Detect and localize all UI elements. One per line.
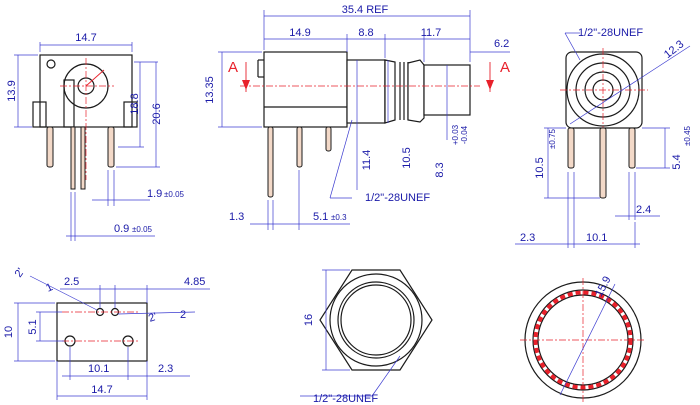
side-body-outline bbox=[263, 51, 348, 128]
side-collar bbox=[384, 59, 396, 124]
end-thread-label: 1/2"-28UNEF bbox=[578, 27, 643, 39]
end-pin-len-label: 10.5 bbox=[534, 157, 546, 178]
nut-outer-circle bbox=[329, 273, 423, 367]
washer-dia-leader bbox=[559, 283, 616, 396]
side-seg1-label: 14.9 bbox=[289, 27, 310, 39]
side-section-a-right-arrow bbox=[486, 80, 494, 90]
nut-view: 16 1/2"-28UNEF bbox=[300, 269, 433, 405]
side-pin-2 bbox=[296, 126, 303, 168]
footprint-width-label: 14.7 bbox=[91, 384, 112, 396]
side-view: 35.4 REF 14.9 8.8 11.7 6.2 13.35 A A 11.… bbox=[204, 4, 510, 230]
side-bottom-mid-label: 5.1 bbox=[313, 211, 328, 223]
side-dim-8-3: 8.3 bbox=[434, 162, 446, 177]
end-left-gap-label: 2.3 bbox=[520, 232, 535, 244]
nut-size-label: 16 bbox=[303, 314, 315, 326]
side-dim-11-4: 11.4 bbox=[361, 150, 373, 171]
nut-thread-leader bbox=[371, 355, 401, 397]
side-section-a-left: A bbox=[228, 59, 238, 76]
end-pin-short-label: 5.4 bbox=[671, 154, 683, 169]
side-thread-section bbox=[346, 59, 386, 124]
front-right-flange bbox=[123, 101, 138, 128]
end-dia-leader bbox=[569, 45, 691, 125]
side-dim-8-3-tol-minus: -0.04 bbox=[460, 125, 469, 144]
front-right-height-label: 20.6 bbox=[151, 103, 163, 124]
washer-view: 15.9 bbox=[520, 274, 646, 402]
front-pin-dia-tol: ±0.05 bbox=[132, 225, 153, 234]
side-section-a-right: A bbox=[500, 59, 510, 76]
side-pin-1 bbox=[267, 126, 274, 198]
side-dim-10-5: 10.5 bbox=[401, 147, 413, 168]
footprint-height-label: 10 bbox=[3, 326, 15, 338]
footprint-inner-label: 5.1 bbox=[27, 319, 39, 334]
footprint-label-2p-top: 2' bbox=[13, 266, 28, 280]
footprint-label-2p-right: 2' bbox=[147, 311, 159, 325]
front-view: 14.7 13.9 18.8 20.6 1.9 ±0.05 0.9 ±0.05 bbox=[6, 32, 185, 241]
side-seg2-label: 8.8 bbox=[358, 27, 373, 39]
side-seg4-label: 6.2 bbox=[494, 38, 509, 50]
end-spacing-label: 10.1 bbox=[586, 232, 607, 244]
end-dia-label: 12.3 bbox=[662, 38, 686, 61]
front-pin-dia-label: 0.9 bbox=[114, 223, 129, 235]
footprint-label-2: 2 bbox=[180, 309, 186, 321]
side-seg3-label: 11.7 bbox=[421, 27, 442, 39]
end-pin-3 bbox=[628, 127, 636, 169]
footprint-spacing-label: 10.1 bbox=[88, 363, 109, 375]
footprint-leader-right bbox=[117, 311, 196, 315]
front-pin-offset-label: 1.9 bbox=[147, 188, 162, 200]
front-pin-housing bbox=[63, 79, 75, 128]
front-pin-3 bbox=[80, 126, 86, 190]
front-pin-2 bbox=[70, 126, 76, 190]
front-mid-height-label: 18.8 bbox=[129, 93, 141, 114]
end-pin-2 bbox=[599, 127, 607, 199]
footprint-label-1: 1 bbox=[44, 281, 55, 294]
front-pin-1 bbox=[46, 126, 54, 168]
end-pin-len-tol: ±0.75 bbox=[548, 128, 557, 149]
nut-thread-circle bbox=[337, 281, 415, 359]
side-thread-leader bbox=[329, 119, 353, 199]
end-thread-leader bbox=[564, 32, 581, 61]
side-dim-8-3-tol-plus: +0.03 bbox=[451, 124, 460, 145]
front-pin-offset-tol: ±0.05 bbox=[164, 190, 185, 199]
side-height-label: 13.35 bbox=[204, 76, 216, 104]
end-view: 1/2"-28UNEF 12.3 10.5 ±0.75 5.4 ±0.45 2.… bbox=[515, 27, 692, 248]
front-pin-4 bbox=[107, 126, 115, 168]
footprint-leader-top bbox=[29, 275, 98, 311]
end-pin-short-tol: ±0.45 bbox=[683, 125, 692, 146]
front-left-flange bbox=[32, 101, 47, 128]
nut-bore-circle bbox=[340, 284, 412, 356]
side-overall-label: 35.4 REF bbox=[342, 4, 389, 16]
front-leader bbox=[85, 69, 105, 87]
end-right-gap-label: 2.4 bbox=[636, 204, 651, 216]
nut-thread-label: 1/2"-28UNEF bbox=[313, 393, 378, 405]
side-thread-label: 1/2"-28UNEF bbox=[365, 192, 430, 204]
footprint-view: 2' 1 2.5 4.85 2' 2 10 5.1 10.1 2.3 14.7 bbox=[3, 266, 210, 400]
side-pin-3 bbox=[325, 126, 332, 152]
footprint-dim-4-85: 4.85 bbox=[184, 276, 205, 288]
side-nut bbox=[407, 59, 425, 123]
side-section-a-left-arrow bbox=[242, 80, 250, 90]
end-pin-1 bbox=[567, 127, 575, 169]
footprint-dim-2-5: 2.5 bbox=[64, 276, 79, 288]
side-bottom-left-label: 1.3 bbox=[229, 211, 244, 223]
front-width-label: 14.7 bbox=[75, 32, 96, 44]
front-mount-hole bbox=[46, 59, 56, 69]
side-bottom-mid-tol: ±0.3 bbox=[331, 213, 347, 222]
footprint-right-label: 2.3 bbox=[158, 363, 173, 375]
front-height-label: 13.9 bbox=[6, 80, 18, 101]
